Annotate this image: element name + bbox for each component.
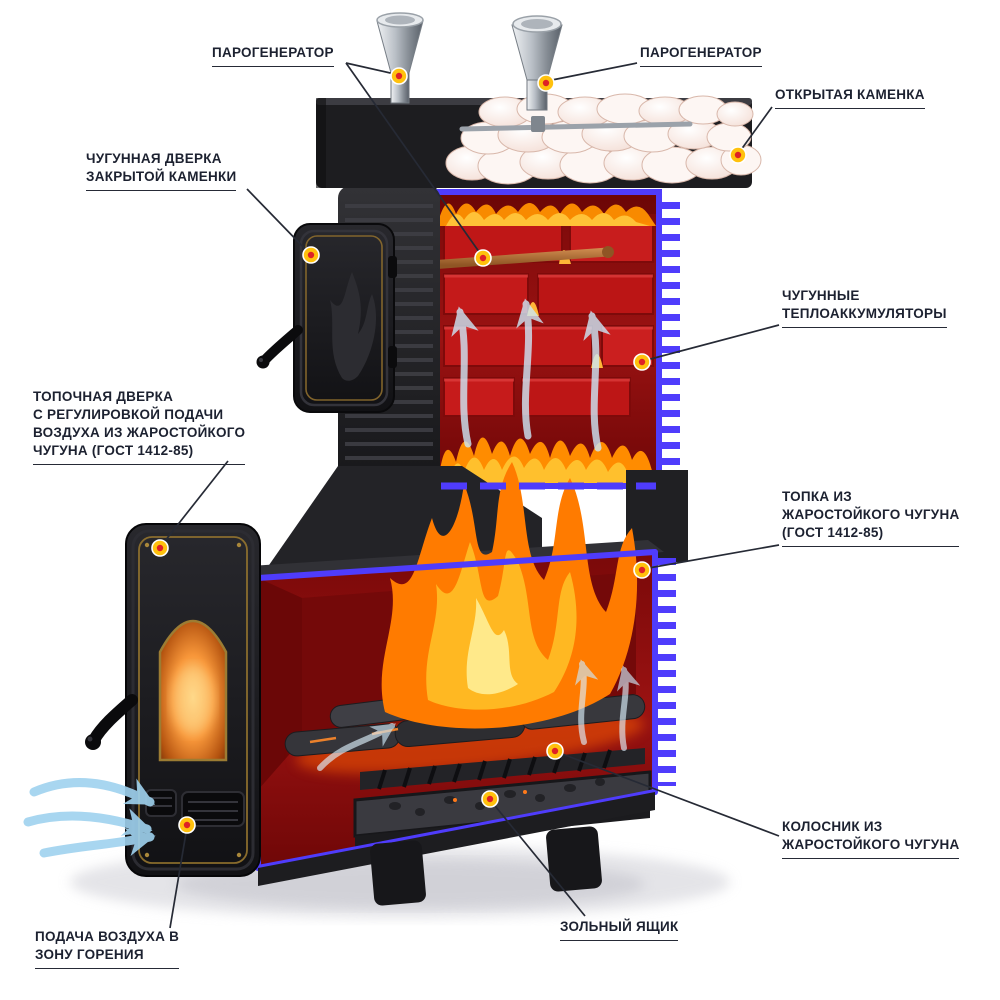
stove-leg xyxy=(370,840,426,906)
marker-dot xyxy=(178,816,196,834)
marker-dot xyxy=(474,249,492,267)
marker-dot xyxy=(481,790,499,808)
marker-dot xyxy=(537,74,555,92)
label-steam-generator-right: ПАРОГЕНЕРАТОР xyxy=(640,44,762,68)
upper-chamber-flames xyxy=(440,203,656,484)
leader-lines xyxy=(160,62,780,929)
marker-dots xyxy=(151,67,747,834)
marker-dot xyxy=(546,742,564,760)
steam-generator-funnel-left xyxy=(376,12,424,104)
marker-dot xyxy=(302,246,320,264)
open-kamenka-stones xyxy=(445,93,762,185)
door-flame-relief xyxy=(330,272,377,381)
closed-kamenka-door xyxy=(256,223,397,413)
incoming-air-arrows xyxy=(23,778,156,858)
upper-door-handle xyxy=(256,325,303,369)
firebox-door xyxy=(85,523,261,877)
marker-dot xyxy=(390,67,408,85)
marker-dot xyxy=(633,353,651,371)
firebox-door-handle xyxy=(85,694,138,750)
steam-arrows xyxy=(451,298,611,452)
label-firebox-door: ТОПОЧНАЯ ДВЕРКА С РЕГУЛИРОВКОЙ ПОДАЧИ ВО… xyxy=(33,388,246,466)
firebox-air-arrows xyxy=(317,659,641,771)
water-pipe xyxy=(459,116,693,132)
label-open-kamenka: ОТКРЫТАЯ КАМЕНКА xyxy=(775,86,925,110)
main-flame xyxy=(381,462,638,729)
marker-dot xyxy=(151,539,169,557)
label-ash-box: ЗОЛЬНЫЙ ЯЩИК xyxy=(560,918,679,942)
stove-leg xyxy=(546,826,602,892)
steam-generator-funnel-right xyxy=(511,15,563,111)
marker-dot xyxy=(729,146,747,164)
label-closed-kamenka-door: ЧУГУННАЯ ДВЕРКА ЗАКРЫТОЙ КАМЕНКИ xyxy=(86,150,237,192)
marker-dot xyxy=(633,561,651,579)
label-air-supply: ПОДАЧА ВОЗДУХА В ЗОНУ ГОРЕНИЯ xyxy=(35,928,180,970)
label-heat-accumulators: ЧУГУННЫЕ ТЕПЛОАККУМУЛЯТОРЫ xyxy=(782,287,947,329)
label-firebox: ТОПКА ИЗ ЖАРОСТОЙКОГО ЧУГУНА (ГОСТ 1412-… xyxy=(782,488,960,548)
label-grate: КОЛОСНИК ИЗ ЖАРОСТОЙКОГО ЧУГУНА xyxy=(782,818,960,860)
label-steam-generator-left: ПАРОГЕНЕРАТОР xyxy=(212,44,334,68)
closed-kamenka-chamber xyxy=(437,192,659,486)
stove-base xyxy=(258,792,655,906)
